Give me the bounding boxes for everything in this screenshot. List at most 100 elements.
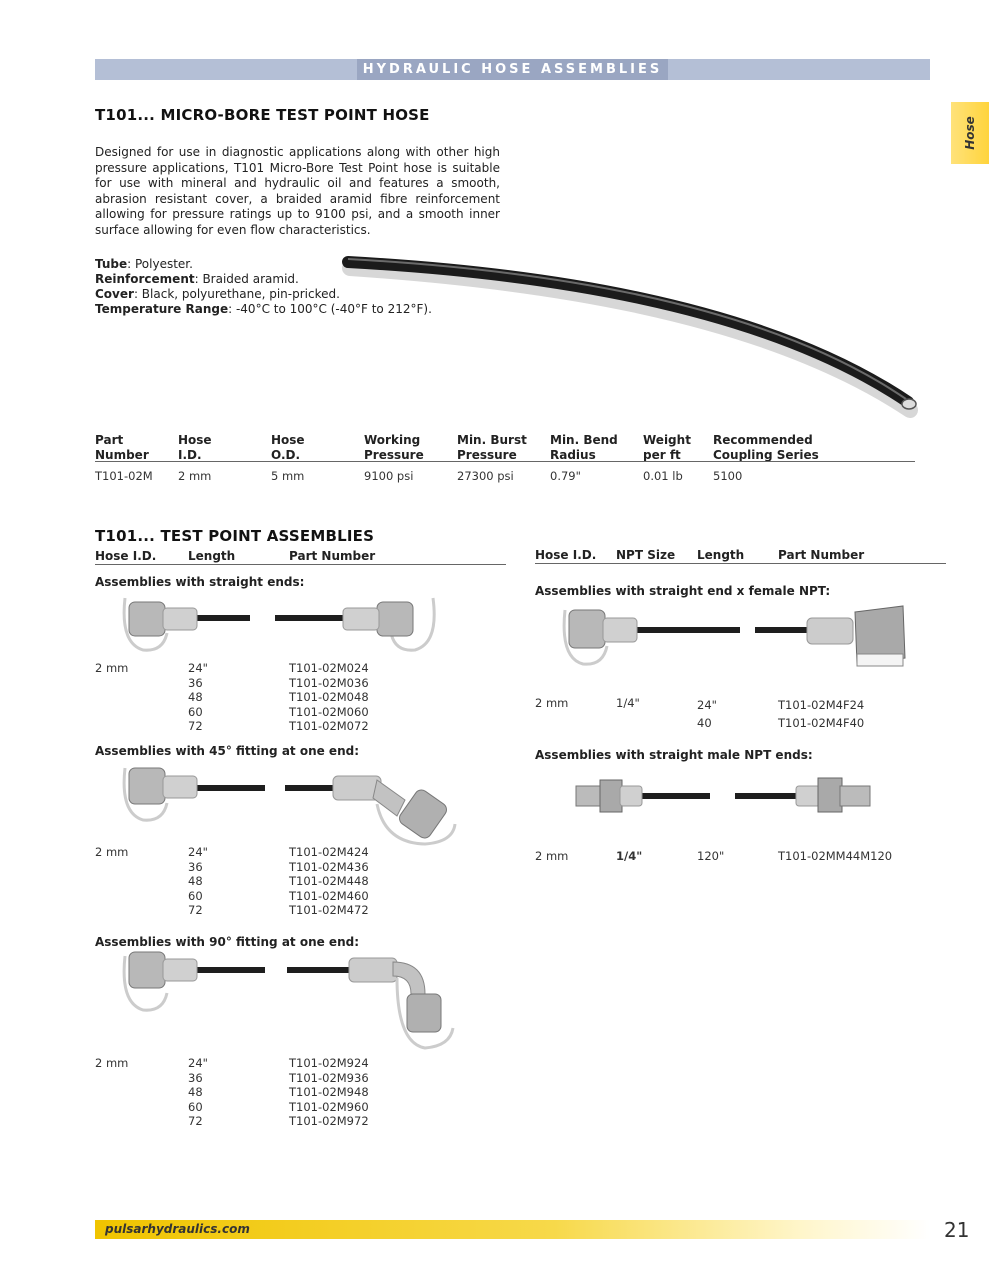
td-coupling: 5100 <box>713 469 743 483</box>
group-straight-lengths: 24" 36 48 60 72 <box>188 661 208 734</box>
td-working: 9100 psi <box>364 469 414 483</box>
list-item: T101-02M924 <box>289 1056 369 1070</box>
list-item: T101-02M048 <box>289 690 369 704</box>
spec-list: Tube: Polyester. Reinforcement: Braided … <box>95 257 432 317</box>
list-item: 48 <box>188 690 203 704</box>
list-item: T101-02M4F24 <box>778 698 865 712</box>
list-item: T101-02M024 <box>289 661 369 675</box>
list-item: T101-02M424 <box>289 845 369 859</box>
list-item: 24" <box>188 661 208 675</box>
list-item: T101-02M4F40 <box>778 716 865 730</box>
spec-cover: Cover: Black, polyurethane, pin-pricked. <box>95 287 340 301</box>
header-banner: HYDRAULIC HOSE ASSEMBLIES <box>95 59 930 80</box>
list-item: T101-02M460 <box>289 888 369 903</box>
list-item: 72 <box>188 719 203 733</box>
assembly-male-npt-image <box>575 777 871 813</box>
spec-reinforcement: Reinforcement: Braided aramid. <box>95 272 299 286</box>
list-item: T101-02M436 <box>289 859 369 874</box>
td-bend: 0.79" <box>550 469 581 483</box>
td-part: T101-02M <box>95 469 153 483</box>
list-item: 72 <box>188 1114 203 1128</box>
group-male-npt-part: T101-02MM44M120 <box>778 849 893 863</box>
left-th-id: Hose I.D. <box>95 549 157 563</box>
list-item: T101-02M036 <box>289 675 369 690</box>
group-male-npt-title: Assemblies with straight male NPT ends: <box>535 748 813 762</box>
list-item: 36 <box>188 675 203 690</box>
group-90-id: 2 mm <box>95 1056 129 1070</box>
group-45-parts: T101-02M424 T101-02M436 T101-02M448 T101… <box>289 845 369 918</box>
group-male-npt-id: 2 mm <box>535 849 569 863</box>
list-item: 40 <box>697 716 712 730</box>
list-item: T101-02M472 <box>289 903 369 917</box>
assembly-45-image <box>122 767 457 846</box>
list-item: 60 <box>188 1099 203 1114</box>
list-item: T101-02M448 <box>289 874 369 888</box>
right-th-length: Length <box>697 548 745 562</box>
td-burst: 27300 psi <box>457 469 514 483</box>
banner-title: HYDRAULIC HOSE ASSEMBLIES <box>356 59 669 80</box>
left-th-part: Part Number <box>289 549 376 563</box>
list-item: T101-02M060 <box>289 704 369 719</box>
page-number: 21 <box>944 1218 970 1242</box>
list-item: 24" <box>697 698 717 712</box>
group-45-id: 2 mm <box>95 845 129 859</box>
group-straight-parts: T101-02M024 T101-02M036 T101-02M048 T101… <box>289 661 369 734</box>
list-item: 36 <box>188 859 203 874</box>
list-item: 60 <box>188 704 203 719</box>
list-item: T101-02M960 <box>289 1099 369 1114</box>
section1-title: T101... MICRO-BORE TEST POINT HOSE <box>95 106 430 124</box>
list-item: T101-02M936 <box>289 1070 369 1085</box>
right-th-npt: NPT Size <box>616 548 676 562</box>
group-female-npt-title: Assemblies with straight end x female NP… <box>535 584 831 598</box>
group-straight-id: 2 mm <box>95 661 129 675</box>
td-id: 2 mm <box>178 469 212 483</box>
spec-temperature: Temperature Range: -40°C to 100°C (-40°F… <box>95 302 432 316</box>
group-90-title: Assemblies with 90° fitting at one end: <box>95 935 359 949</box>
group-straight-title: Assemblies with straight ends: <box>95 575 305 589</box>
group-90-lengths: 24" 36 48 60 72 <box>188 1056 208 1129</box>
group-45-title: Assemblies with 45° fitting at one end: <box>95 744 359 758</box>
list-item: 36 <box>188 1070 203 1085</box>
td-weight: 0.01 lb <box>643 469 683 483</box>
group-female-npt-lengths: 24" 40 <box>697 696 717 732</box>
right-rule <box>535 563 946 564</box>
table-rule <box>95 461 915 462</box>
assembly-straight-image <box>122 597 436 652</box>
list-item: T101-02M948 <box>289 1085 369 1099</box>
list-item: T101-02M072 <box>289 719 369 733</box>
hose-image <box>342 256 918 418</box>
spec-tube: Tube: Polyester. <box>95 257 193 271</box>
section2-title: T101... TEST POINT ASSEMBLIES <box>95 527 375 545</box>
list-item: 24" <box>188 845 208 859</box>
group-male-npt-length: 120" <box>697 849 725 863</box>
group-45-lengths: 24" 36 48 60 72 <box>188 845 208 918</box>
list-item: 48 <box>188 874 203 888</box>
assembly-90-image <box>122 951 455 1050</box>
side-tab[interactable]: Hose <box>951 102 989 164</box>
footer-bar: pulsarhydraulics.com <box>95 1220 930 1239</box>
group-male-npt-size: 1/4" <box>616 849 643 863</box>
group-female-npt-size: 1/4" <box>616 696 640 710</box>
right-th-id: Hose I.D. <box>535 548 597 562</box>
list-item: T101-02M972 <box>289 1114 369 1128</box>
assembly-female-npt-image <box>562 605 906 667</box>
list-item: 48 <box>188 1085 203 1099</box>
left-th-length: Length <box>188 549 236 563</box>
footer-url[interactable]: pulsarhydraulics.com <box>105 1222 250 1236</box>
list-item: 72 <box>188 903 203 917</box>
list-item: 60 <box>188 888 203 903</box>
list-item: 24" <box>188 1056 208 1070</box>
side-tab-label: Hose <box>963 116 977 150</box>
group-female-npt-id: 2 mm <box>535 696 569 710</box>
group-90-parts: T101-02M924 T101-02M936 T101-02M948 T101… <box>289 1056 369 1129</box>
right-th-part: Part Number <box>778 548 865 562</box>
td-od: 5 mm <box>271 469 305 483</box>
group-female-npt-parts: T101-02M4F24 T101-02M4F40 <box>778 696 864 732</box>
